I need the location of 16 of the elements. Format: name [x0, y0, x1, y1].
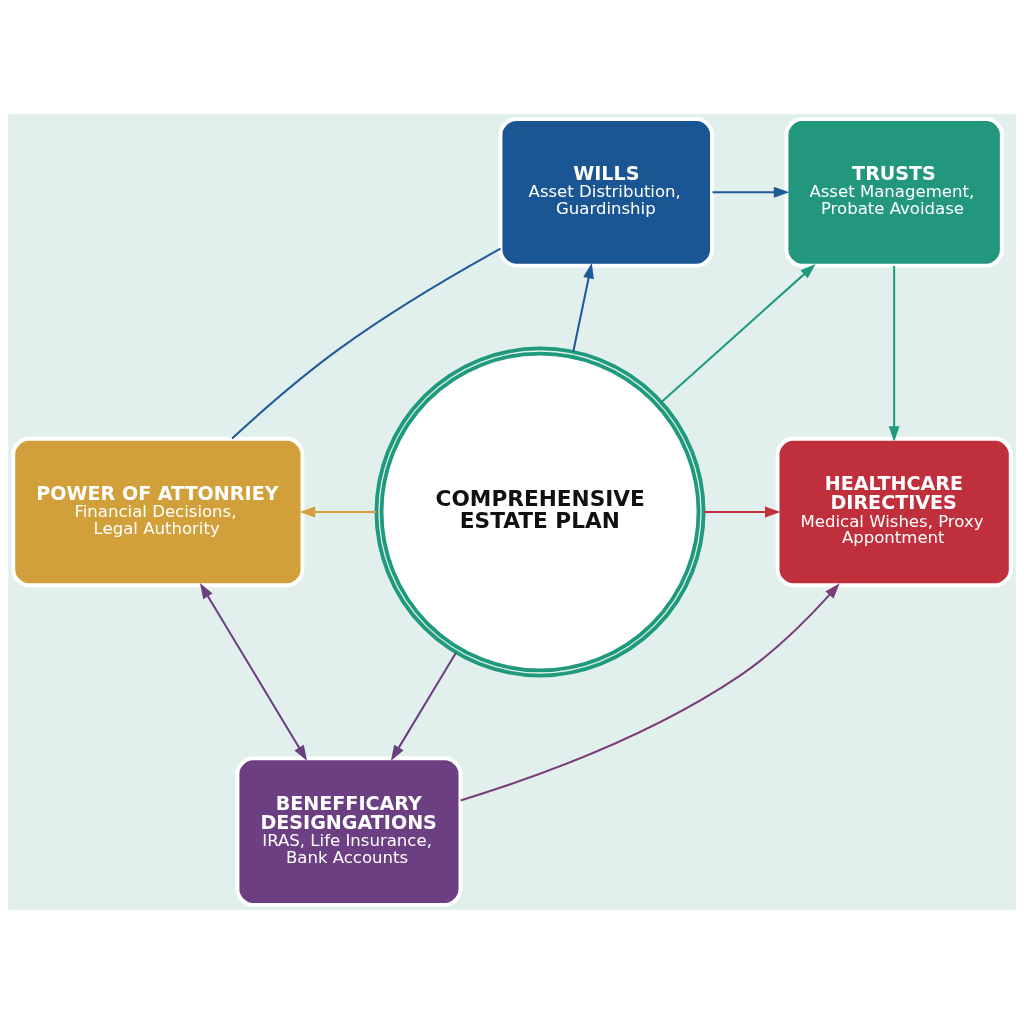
- arrow: [460, 583, 840, 802]
- arrow: [888, 265, 900, 442]
- arrow: [703, 506, 781, 518]
- arrow: [660, 263, 816, 403]
- arrow: [712, 186, 790, 198]
- node-box: WILLS Asset Distribution, Guardinship: [498, 117, 714, 268]
- node-box: TRUSTS Asset Management, Probate Avoidase: [784, 117, 1004, 268]
- node-box: HEALTHCARE DIRECTIVES Medical Wishes, Proxy Appontment: [775, 436, 1013, 588]
- arrow: [199, 583, 308, 761]
- node-box: POWER OF ATTONRIEY Financial Decisions, Legal Authority: [11, 436, 305, 588]
- arrow: [299, 506, 377, 518]
- connector: [231, 247, 501, 440]
- node-box: BENEFFICARY DESIGNGATIONS IRAS, Life Insurance, Bank Accounts: [235, 756, 463, 907]
- arrow: [390, 652, 457, 761]
- arrow: [572, 262, 594, 352]
- node-circle: COMPREHENSIVE ESTATE PLAN: [374, 346, 706, 678]
